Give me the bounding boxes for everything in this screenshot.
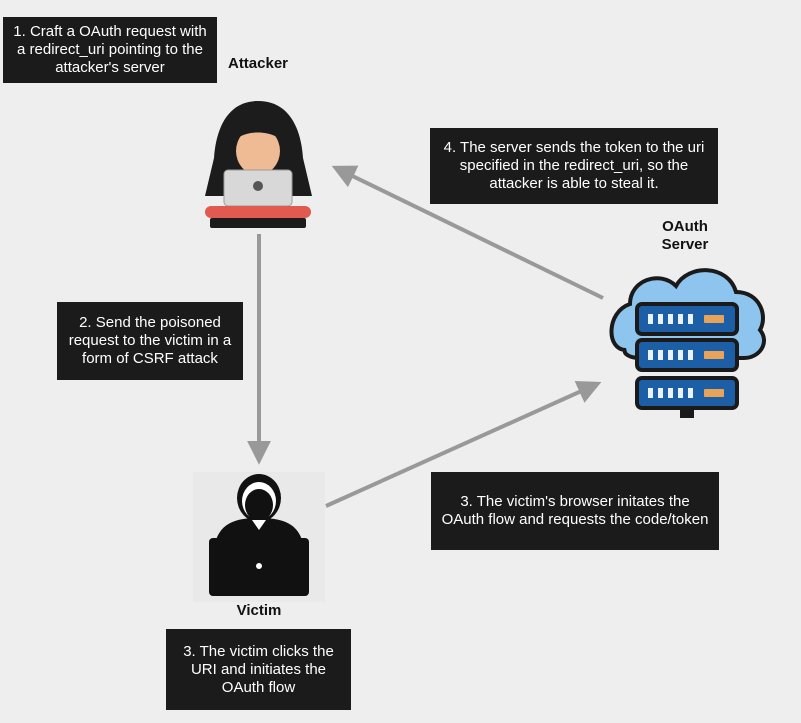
note-step4-line2: specified in the redirect_uri, so the: [459, 157, 689, 174]
oauth-server-label-line2: Server: [661, 236, 709, 253]
note-step1-line1: 1. Craft a OAuth request with: [13, 23, 207, 40]
attacker-label: Attacker: [227, 55, 289, 72]
user-laptop-icon: [193, 472, 325, 602]
oauth-server-label-line1: OAuth: [662, 218, 708, 235]
oauth-server-label: OAuth Server: [640, 218, 730, 254]
arrow-server-to-attacker: [331, 165, 604, 300]
hooded-hacker-icon: [205, 101, 312, 228]
note-step3-browser-line1: 3. The victim's browser initates the: [460, 493, 690, 510]
note-step2-line3: form of CSRF attack: [82, 350, 218, 367]
note-step1: 1. Craft a OAuth request with a redirect…: [3, 17, 217, 83]
note-step3-click-line3: OAuth flow: [221, 678, 296, 696]
note-step3-click-line2: URI and initiates the: [190, 660, 327, 678]
victim-label: Victim: [236, 602, 282, 619]
arrows: [247, 165, 604, 508]
note-step3-browser: 3. The victim's browser initates the OAu…: [431, 472, 719, 550]
note-step4-line1: 4. The server sends the token to the uri: [443, 139, 705, 156]
note-step2: 2. Send the poisoned request to the vict…: [57, 302, 243, 380]
note-step3-click-line1: 3. The victim clicks the: [183, 642, 334, 660]
cloud-server-icon: [609, 268, 766, 418]
note-step1-line3: attacker's server: [55, 59, 165, 76]
arrow-victim-to-server: [325, 380, 602, 508]
note-step3-browser-line2: OAuth flow and requests the code/token: [441, 511, 709, 528]
note-step2-line2: request to the victim in a: [68, 332, 232, 349]
note-step4-line3: attacker is able to steal it.: [489, 175, 659, 192]
note-step3-click: 3. The victim clicks the URI and initiat…: [166, 629, 351, 710]
note-step1-line2: a redirect_uri pointing to the: [17, 41, 203, 58]
note-step2-line1: 2. Send the poisoned: [79, 314, 221, 331]
note-step4: 4. The server sends the token to the uri…: [430, 128, 718, 204]
